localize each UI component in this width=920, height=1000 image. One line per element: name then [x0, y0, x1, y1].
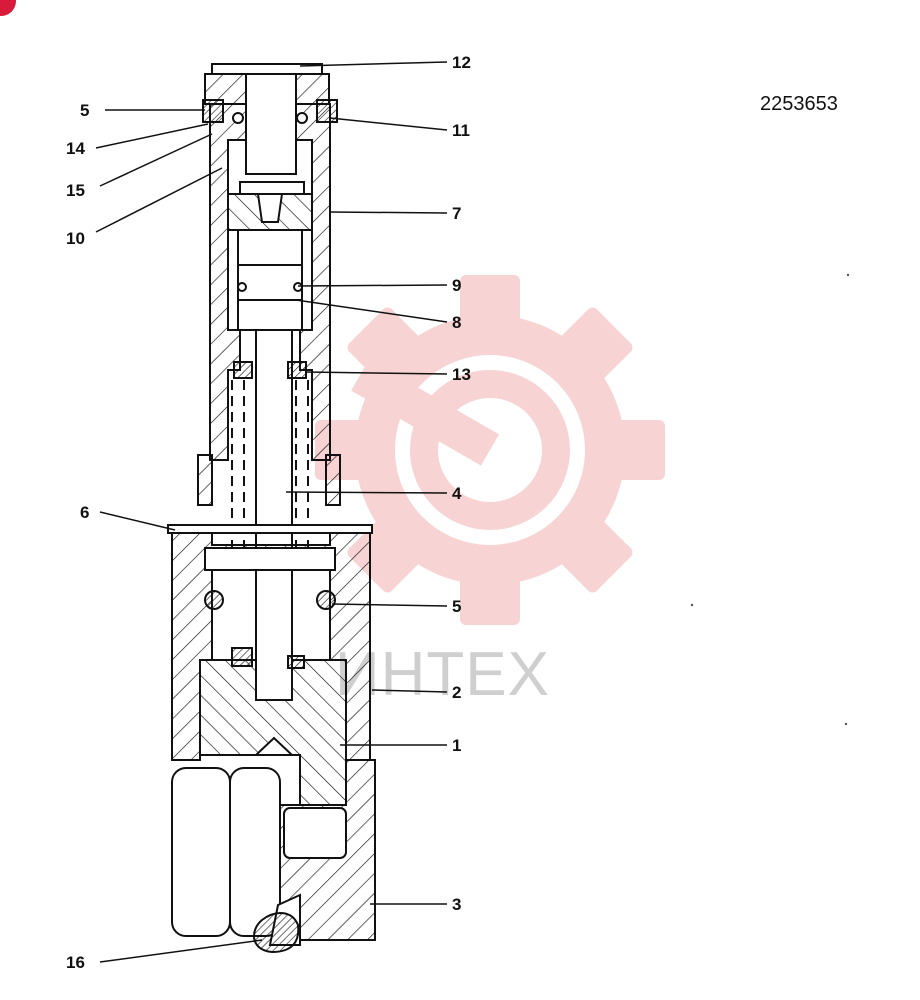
callout-4: 4	[452, 484, 462, 503]
leader-lines	[95, 61, 448, 963]
callout-5-lower: 5	[452, 597, 461, 616]
drawing-code: 2253653	[760, 93, 838, 115]
callout-2: 2	[452, 683, 461, 702]
callout-6: 6	[80, 503, 89, 522]
callout-8: 8	[452, 313, 461, 332]
speck	[690, 603, 694, 607]
callout-14: 14	[66, 139, 85, 158]
callout-15: 15	[66, 181, 85, 200]
callout-12: 12	[452, 53, 471, 72]
callout-11: 11	[452, 121, 470, 140]
callout-9: 9	[452, 276, 461, 295]
callout-10: 10	[66, 229, 85, 248]
callout-16: 16	[66, 953, 85, 972]
injector-body	[167, 63, 376, 954]
speck	[844, 722, 848, 726]
watermark-gear-icon	[315, 275, 665, 625]
callout-13: 13	[452, 365, 471, 384]
callout-labels: 12 5 11 14 15 10 7 9 8 13 4 6 5 2 1 3 16	[66, 53, 471, 972]
speck	[846, 273, 850, 277]
callout-3: 3	[452, 895, 461, 914]
callout-7: 7	[452, 204, 461, 223]
callout-1: 1	[452, 736, 461, 755]
callout-5-top: 5	[80, 101, 89, 120]
